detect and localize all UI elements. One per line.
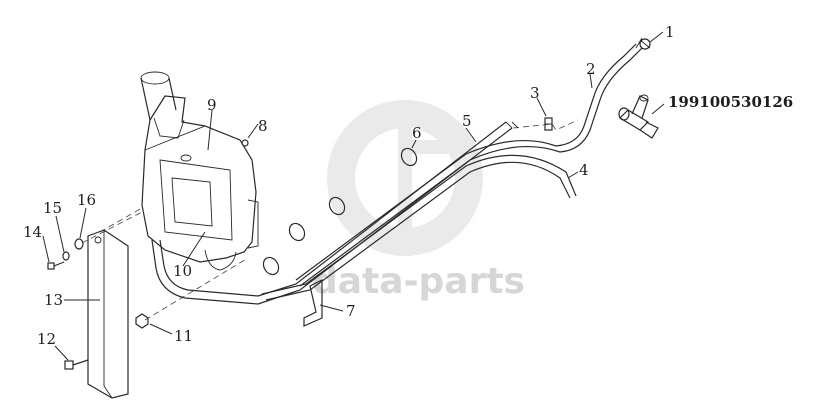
plate-13	[87, 229, 129, 399]
callout-1: 1	[665, 23, 675, 41]
callout-10: 10	[173, 262, 192, 280]
callout-7: 7	[346, 302, 356, 320]
coolant-tank	[140, 71, 259, 271]
callout-13: 13	[44, 291, 63, 309]
assembly-line-2	[81, 211, 143, 244]
watermark-logo	[327, 100, 483, 256]
callout-16: 16	[77, 191, 96, 209]
bolt-12	[64, 359, 89, 370]
hose-2	[299, 47, 643, 287]
callout-8: 8	[258, 117, 268, 135]
watermark-text: data-parts	[312, 261, 525, 302]
callout-15: 15	[43, 199, 62, 217]
clip-3	[544, 117, 553, 131]
assembly-line-1	[99, 207, 143, 233]
callout-2: 2	[586, 60, 596, 78]
pipe-10	[151, 239, 259, 305]
callout-4: 4	[579, 161, 589, 179]
assembly-line-3	[144, 257, 249, 321]
callout-5: 5	[462, 112, 472, 130]
bracket-7	[303, 279, 323, 327]
callout-12: 12	[37, 330, 56, 348]
assembly-line-4	[512, 119, 579, 131]
hose-4	[265, 161, 571, 301]
fitting-1	[635, 37, 651, 50]
bolt-8	[241, 139, 249, 147]
pipe-5	[257, 127, 513, 305]
nut-11	[135, 313, 149, 329]
o-rings-6	[262, 147, 418, 276]
callout-3: 3	[530, 84, 540, 102]
bolt-14	[47, 261, 65, 270]
washer-15	[62, 251, 70, 261]
callout-14: 14	[23, 223, 42, 241]
nut-16	[74, 238, 84, 250]
callout-6: 6	[412, 124, 422, 142]
leader-lines	[42, 31, 665, 361]
tee-connector	[618, 94, 659, 139]
callout-part-code: 199100530126	[668, 93, 793, 111]
callout-9: 9	[207, 96, 217, 114]
callout-11: 11	[174, 327, 193, 345]
